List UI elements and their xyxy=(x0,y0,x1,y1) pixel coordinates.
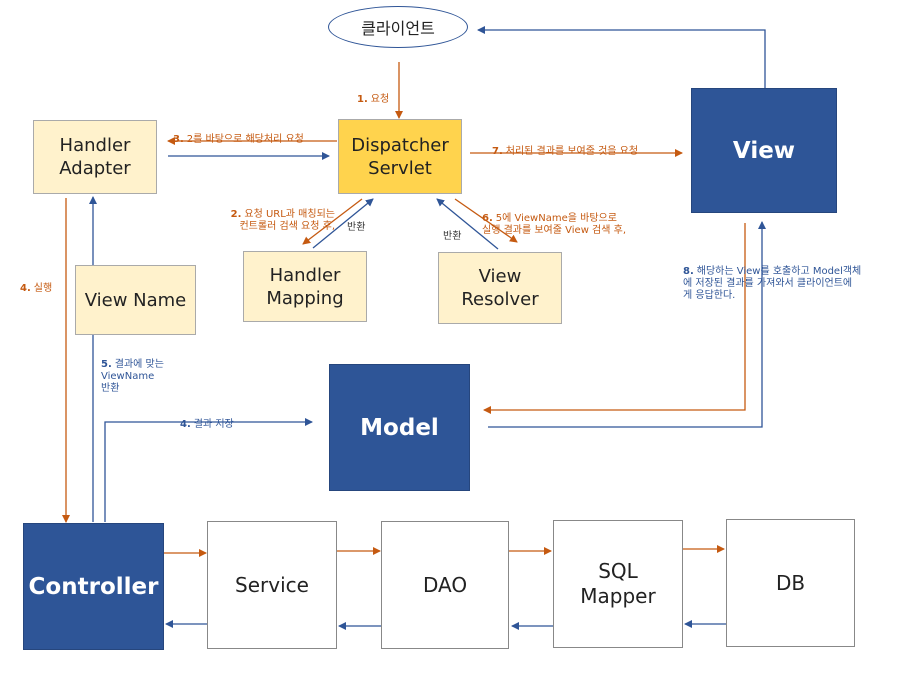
view-name-label: View Name xyxy=(84,289,187,311)
step-6-text: 5에 ViewName을 바탕으로 실행 결과를 보여줄 View 검색 후, xyxy=(482,213,627,236)
db-node: DB xyxy=(726,519,855,647)
dao-label: DAO xyxy=(422,572,468,597)
view-label: View xyxy=(732,137,796,164)
return-resolver-label: 반환 xyxy=(443,231,462,242)
service-node: Service xyxy=(207,521,337,649)
step-3-text: 2를 바탕으로 해당처리 요청 xyxy=(186,134,304,145)
step-6-label: 6.5에 ViewName을 바탕으로 실행 결과를 보여줄 View 검색 후… xyxy=(482,201,626,237)
step-1-label: 1.요청 xyxy=(357,82,389,106)
step-4-store-text: 결과 저장 xyxy=(193,419,234,430)
sql-mapper-node: SQL Mapper xyxy=(553,520,683,648)
arrow-view-to-client xyxy=(477,26,766,88)
step-2-num: 2. xyxy=(230,209,242,220)
view-name-node: View Name xyxy=(75,265,196,335)
handler-mapping-node: Handler Mapping xyxy=(243,251,367,322)
return-mapping-label: 반환 xyxy=(347,222,366,233)
arrow-mapping-to-dispatch xyxy=(312,198,374,249)
view-node: View xyxy=(691,88,837,213)
step-5-num: 5. xyxy=(101,359,112,370)
step-4-exec-num: 4. xyxy=(20,283,31,294)
arrow-dispatch-to-mapping xyxy=(302,198,363,245)
step-3-label: 3.2를 바탕으로 해당처리 요청 xyxy=(173,122,304,146)
model-node: Model xyxy=(329,364,470,491)
arrow-model-to-view xyxy=(488,221,766,428)
step-1-num: 1. xyxy=(357,94,368,105)
sql-mapper-label: SQL Mapper xyxy=(580,559,656,608)
step-8-num: 8. xyxy=(683,266,694,277)
step-2-label: 2.요청 URL과 매칭되는 컨트롤러 검색 요청 후, xyxy=(205,197,335,233)
step-3-num: 3. xyxy=(173,134,184,145)
step-8-label: 8.해당하는 View를 호출하고 Model객체 에 저장된 결과를 가져와서… xyxy=(683,254,898,302)
step-8-text: 해당하는 View를 호출하고 Model객체 에 저장된 결과를 가져와서 클… xyxy=(683,266,862,301)
step-1-text: 요청 xyxy=(370,94,390,105)
step-5-text: 결과에 맞는 ViewName 반환 xyxy=(101,359,164,394)
view-resolver-node: View Resolver xyxy=(438,252,562,324)
step-7-text: 처리된 결과를 보여줄 것을 요청 xyxy=(505,146,639,157)
dispatcher-servlet-node: Dispatcher Servlet xyxy=(338,119,462,194)
dispatcher-servlet-label: Dispatcher Servlet xyxy=(351,134,449,179)
arrow-controller-to-model xyxy=(104,418,313,522)
arrow-resolver-to-dispatch xyxy=(436,198,499,250)
controller-label: Controller xyxy=(28,573,159,600)
step-4-store-label: 4.결과 저장 xyxy=(180,407,234,431)
handler-adapter-node: Handler Adapter xyxy=(33,120,157,194)
step-4-exec-text: 실행 xyxy=(33,283,53,294)
view-resolver-label: View Resolver xyxy=(461,266,539,310)
controller-node: Controller xyxy=(23,523,164,650)
step-6-num: 6. xyxy=(482,213,493,224)
handler-mapping-label: Handler Mapping xyxy=(266,264,344,309)
step-7-label: 7.처리된 결과를 보여줄 것을 요청 xyxy=(492,134,638,158)
dao-node: DAO xyxy=(381,521,509,649)
arrow-view-to-model xyxy=(483,223,746,414)
service-label: Service xyxy=(235,572,309,597)
db-label: DB xyxy=(775,570,806,595)
step-2-text: 요청 URL과 매칭되는 컨트롤러 검색 요청 후, xyxy=(239,209,335,232)
model-label: Model xyxy=(360,414,439,441)
step-4-store-num: 4. xyxy=(180,419,191,430)
step-4-exec-label: 4.실행 xyxy=(20,271,52,295)
arrow-dispatch-to-resolver xyxy=(454,198,518,243)
client-node: 클라이언트 xyxy=(328,6,468,48)
client-label: 클라이언트 xyxy=(361,19,435,38)
handler-adapter-label: Handler Adapter xyxy=(59,135,131,179)
step-5-label: 5.결과에 맞는 ViewName 반환 xyxy=(101,347,164,395)
step-7-num: 7. xyxy=(492,146,503,157)
